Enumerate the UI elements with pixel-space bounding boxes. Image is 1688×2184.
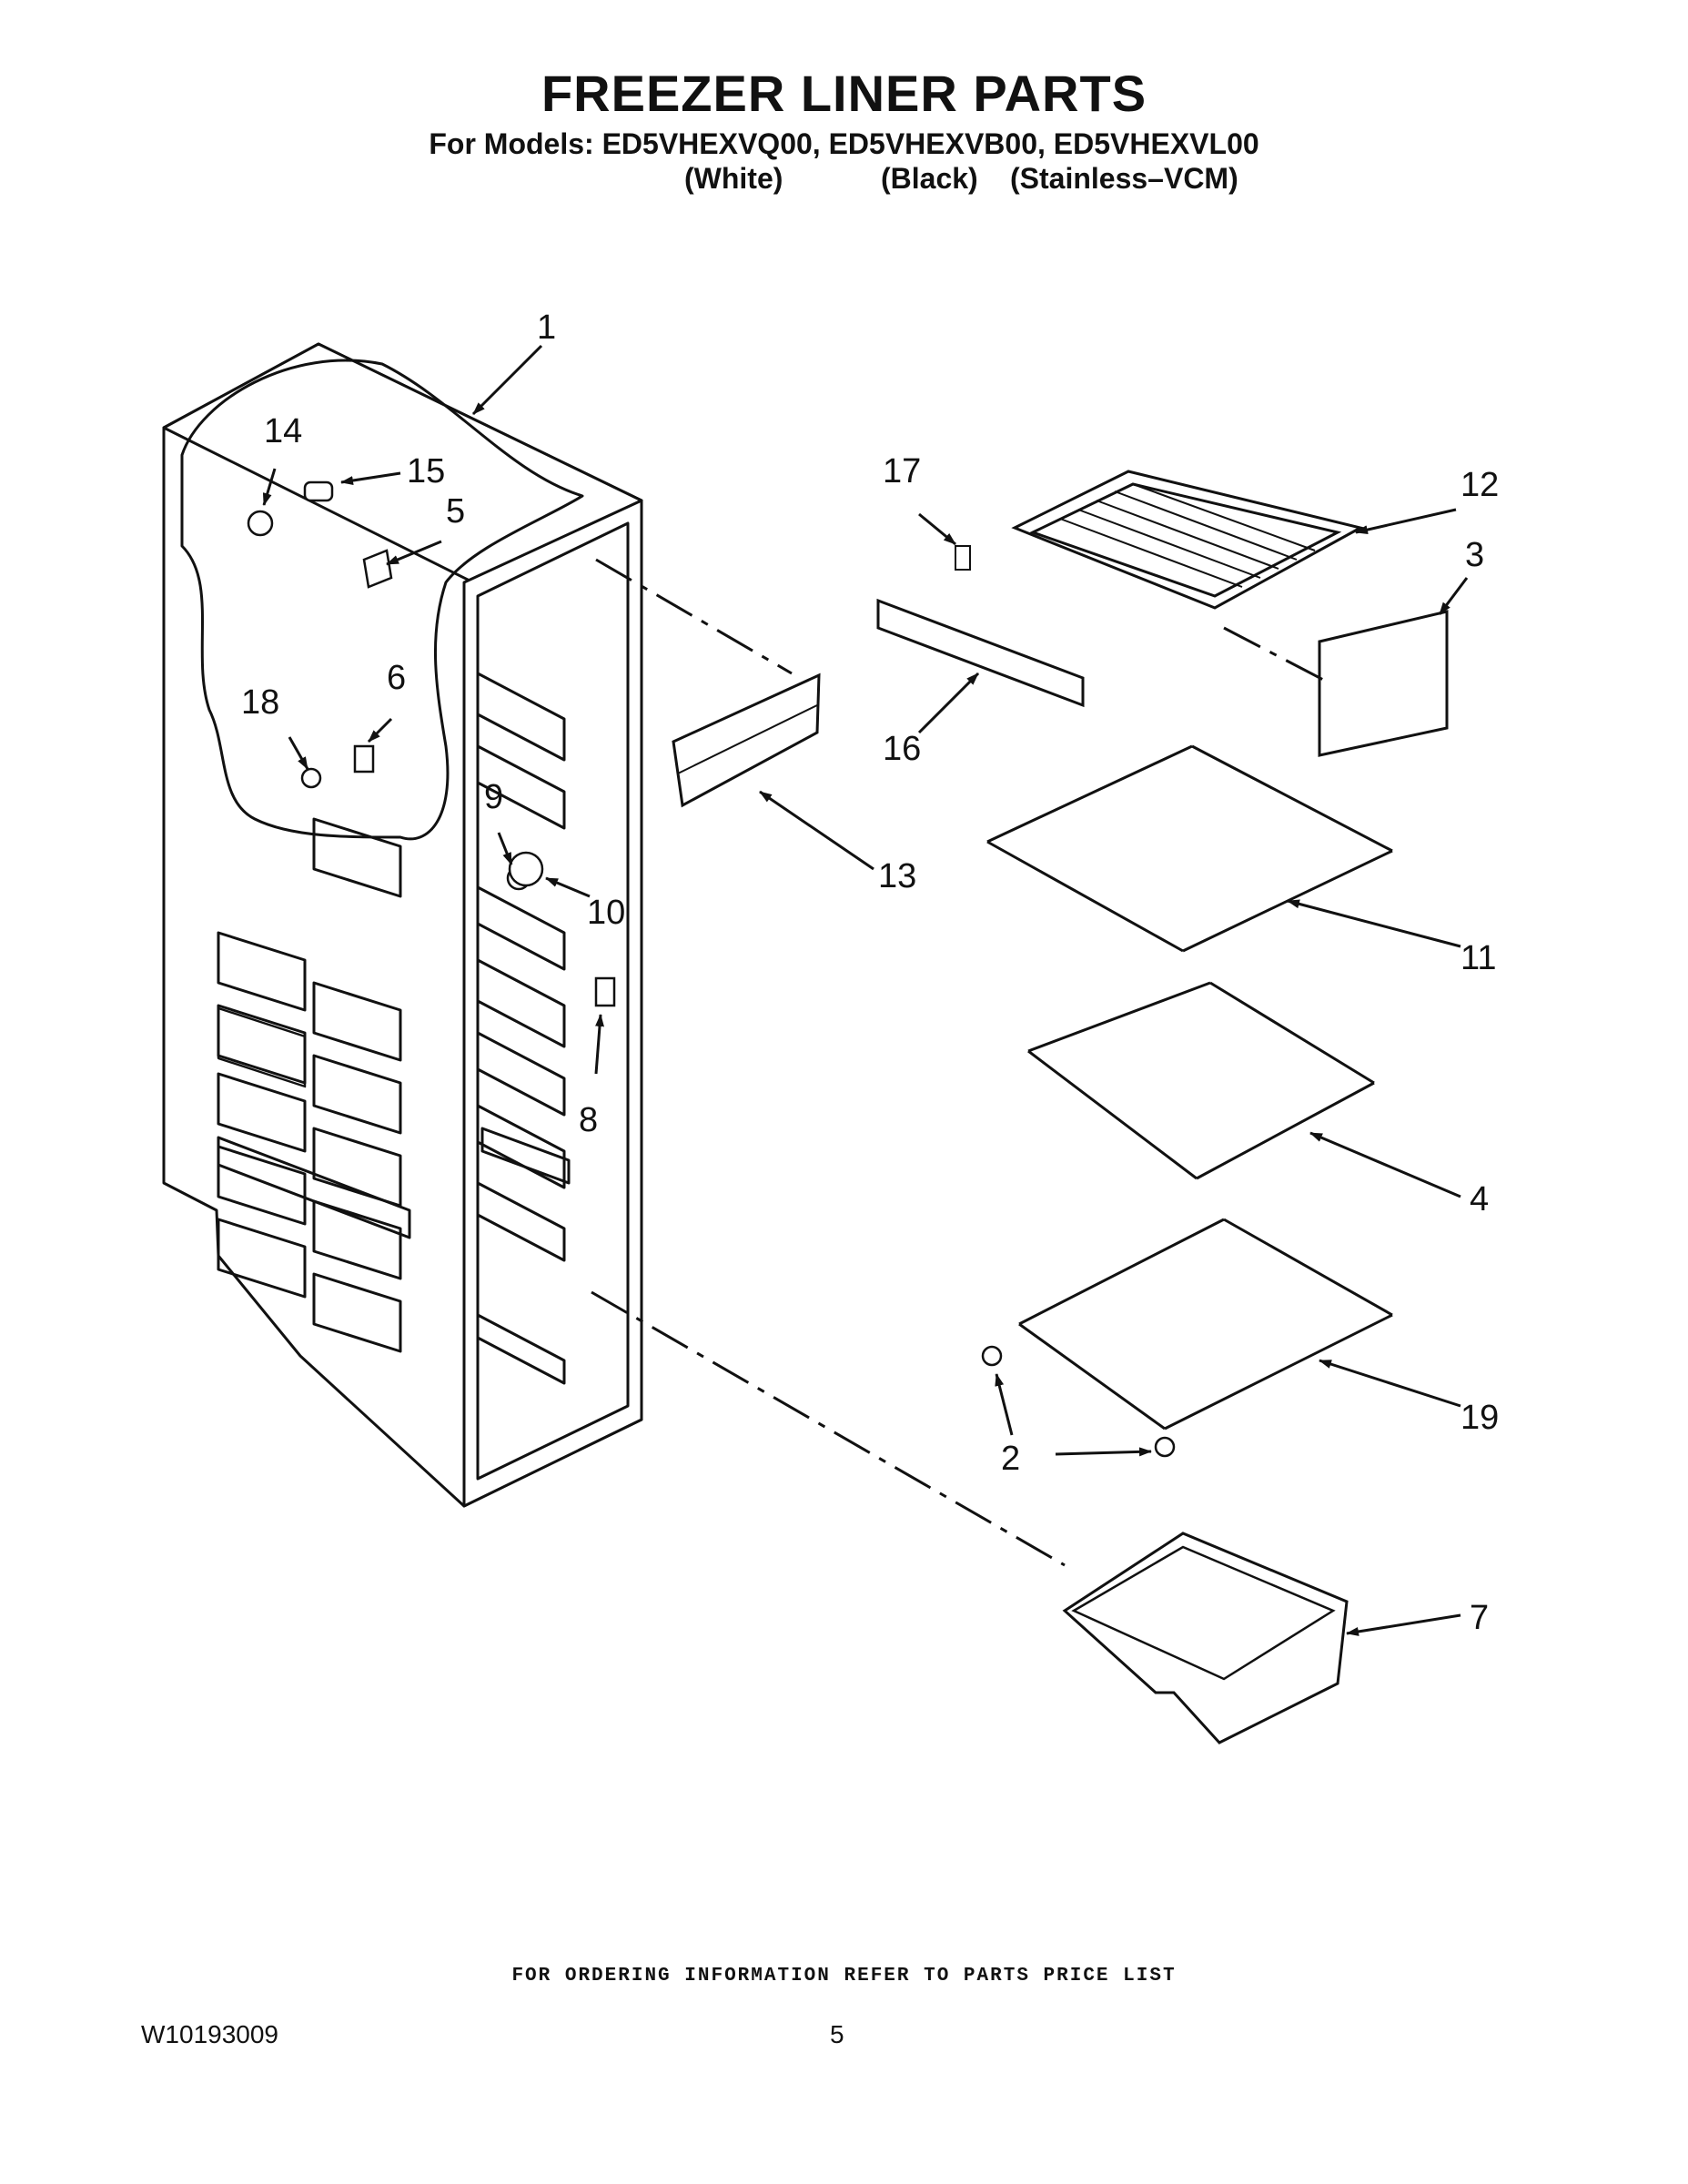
callout-16: 16 [883, 730, 921, 768]
shelf-top-12 [1011, 470, 1365, 610]
callout-15: 15 [407, 452, 445, 490]
callout-9: 9 [484, 778, 503, 816]
wire-shelf-19 [1018, 1218, 1393, 1431]
document-number: W10193009 [141, 2020, 279, 2048]
bin-7 [1062, 1532, 1349, 1744]
callout-8: 8 [579, 1101, 598, 1139]
page-title: FREEZER LINER PARTS [541, 65, 1147, 122]
clip-5 [362, 549, 393, 589]
page-number: 5 [830, 2020, 844, 2048]
variant-black: (Black) [881, 162, 978, 195]
callout-1: 1 [537, 308, 556, 347]
callout-10: 10 [587, 894, 625, 932]
callout-18: 18 [241, 683, 279, 722]
bumper-2b [1154, 1436, 1176, 1458]
light-socket-15 [303, 480, 334, 502]
bracket-8 [594, 976, 616, 1007]
callout-5: 5 [446, 492, 465, 531]
light-bulb-14 [247, 510, 274, 537]
callout-11: 11 [1461, 939, 1496, 977]
models-line: For Models: ED5VHEXVQ00, ED5VHEXVB00, ED… [429, 127, 1259, 160]
variant-white: (White) [684, 162, 783, 195]
callout-2: 2 [1001, 1440, 1020, 1478]
bracket-6 [353, 744, 375, 774]
callout-12: 12 [1461, 466, 1499, 504]
wire-shelf-11 [986, 744, 1393, 953]
callout-19: 19 [1461, 1399, 1499, 1437]
bumper-2a [981, 1345, 1003, 1367]
variant-stainless: (Stainless–VCM) [1010, 162, 1238, 195]
callout-4: 4 [1470, 1180, 1489, 1218]
callout-6: 6 [387, 659, 406, 697]
screw-18 [300, 767, 322, 789]
screw-17 [955, 545, 971, 571]
bumper-10 [508, 851, 544, 887]
freezer-liner [162, 342, 643, 1508]
wire-shelf-4 [1027, 981, 1375, 1180]
ordering-note: FOR ORDERING INFORMATION REFER TO PARTS … [511, 1966, 1177, 1987]
callout-17: 17 [883, 452, 921, 490]
bracket-16 [876, 598, 1085, 708]
rail-3 [1318, 610, 1449, 757]
callout-14: 14 [264, 412, 302, 450]
small-parts [247, 480, 616, 1007]
callout-7: 7 [1470, 1599, 1489, 1637]
callout-13: 13 [878, 857, 916, 895]
callout-3: 3 [1465, 536, 1484, 574]
